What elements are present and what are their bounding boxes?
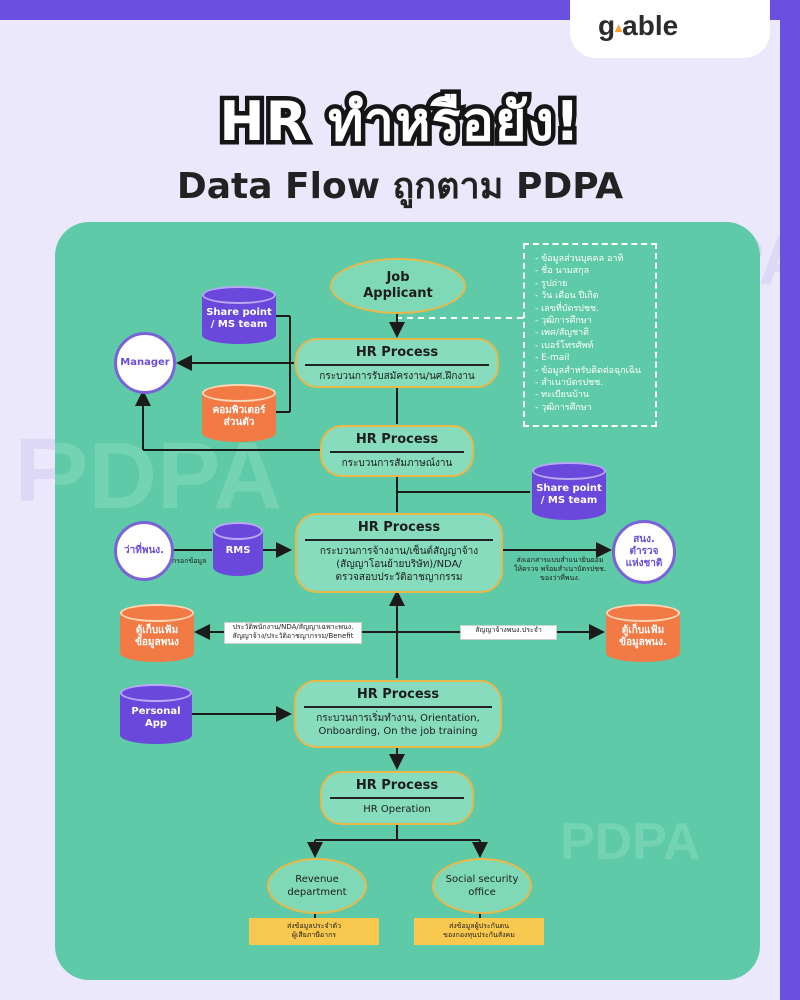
- social-security-note-box: ส่งข้อมูลผู้ประกันตน ของกองทุนประกันสังค…: [414, 918, 544, 945]
- list-item: - รูปถ่าย: [535, 278, 568, 289]
- hr-process-title: HR Process: [355, 432, 439, 447]
- list-item: - ข้อมูลสำหรับติดต่อฉุกเฉิน: [535, 365, 642, 376]
- send-to-police-note: ส่งเอกสารแบบสำแนายินยอม ให้ตรวจ พร้อมสำเ…: [513, 556, 607, 582]
- revenue-note-box: ส่งข้อมูลประจำตัว ผู้เสียภาษีอากร: [249, 918, 379, 945]
- watermark-panel-bottom: PDPA: [560, 813, 701, 871]
- hr-process-body: กระบวนการสัมภาษณ์งาน: [341, 458, 453, 469]
- divider: [304, 706, 492, 708]
- fill-data-note: กรอกข้อมูล: [172, 557, 207, 565]
- employee-file-cabinet-left: ตู้เก็บแฟ้มข้อมูลพนง: [120, 604, 194, 662]
- permanent-contract-box: สัญญาจ้างพนง.ประจำ: [460, 625, 557, 640]
- list-item: - เบอร์โทรศัพท์: [535, 340, 594, 351]
- list-item: - ชื่อ นามสกุล: [535, 266, 590, 277]
- divider: [330, 451, 464, 453]
- personal-data-list: - ข้อมูลส่วนบุคคล อาทิ - ชื่อ นามสกุล - …: [525, 245, 655, 414]
- new-employee-node: ว่าที่พนง.: [114, 521, 174, 581]
- page-subtitle: Data Flow ถูกตาม PDPA: [176, 166, 624, 207]
- employee-docs-box: ประวัติพนักงาน/NDA/สัญญาเฉพาะพนง. สัญญาจ…: [224, 622, 362, 644]
- hr-process-employment: HR Process กระบวนการจ้างงาน/เซ็นต์สัญญาจ…: [295, 513, 503, 593]
- divider: [330, 797, 464, 799]
- logo-triangle-icon: ▴: [615, 19, 623, 36]
- hr-process-operation: HR Process HR Operation: [320, 771, 474, 825]
- employee-file-cabinet-right: ตู้เก็บแฟ้มข้อมูลพนง.: [606, 604, 680, 662]
- frame-right: [780, 0, 800, 1000]
- hr-process-interview: HR Process กระบวนการสัมภาษณ์งาน: [320, 425, 474, 477]
- page-title: HR ทำหรือยัง!: [215, 86, 584, 158]
- hr-process-body: กระบวนการเริ่มทำงาน, Orientation, Onboar…: [316, 713, 480, 737]
- hr-process-title: HR Process: [357, 520, 441, 535]
- list-item: - ทะเบียนบ้าน: [535, 390, 590, 401]
- personal-computer-storage: คอมพิวเตอร์ส่วนตัว: [202, 384, 276, 442]
- list-item: - วุฒิการศึกษา: [535, 402, 592, 413]
- logo-tab: [570, 0, 770, 58]
- list-item: - เพศ/สัญชาติ: [535, 328, 590, 339]
- hr-process-onboarding: HR Process กระบวนการเริ่มทำงาน, Orientat…: [294, 680, 502, 748]
- hr-process-body: HR Operation: [363, 804, 431, 815]
- divider: [305, 364, 489, 366]
- sharepoint-database-1: Share point/ MS team: [202, 286, 276, 344]
- personal-data-box: - ข้อมูลส่วนบุคคล อาทิ - ชื่อ นามสกุล - …: [523, 243, 657, 427]
- list-item: - สำเนาบัตรปชช.: [535, 378, 604, 389]
- hr-process-title: HR Process: [355, 778, 439, 793]
- list-item: - E-mail: [535, 353, 570, 364]
- list-item: - วุฒิการศึกษา: [535, 316, 592, 327]
- divider: [305, 539, 493, 541]
- rms-database: RMS: [213, 522, 263, 576]
- brand-logo: g▴able: [598, 10, 679, 41]
- hr-process-body: กระบวนการจ้างงาน/เซ็นต์สัญญาจ้าง (สัญญาโ…: [319, 546, 479, 583]
- list-item: - เลขที่บัตรปชช.: [535, 303, 599, 314]
- sharepoint-database-2: Share point/ MS team: [532, 462, 606, 520]
- hr-process-body: กระบวนการรับสมัครงาน/นศ.ฝึกงาน: [319, 371, 475, 382]
- hr-process-title: HR Process: [356, 687, 440, 702]
- list-item: - ข้อมูลส่วนบุคคล อาทิ: [535, 254, 624, 264]
- police-node: สนง.ตำรวจแห่งชาติ: [612, 520, 676, 584]
- hr-process-title: HR Process: [355, 345, 439, 360]
- hr-process-recruitment: HR Process กระบวนการรับสมัครงาน/นศ.ฝึกงา…: [295, 338, 499, 388]
- manager-node: Manager: [114, 332, 176, 394]
- list-item: - วัน เดือน ปีเกิด: [535, 291, 599, 302]
